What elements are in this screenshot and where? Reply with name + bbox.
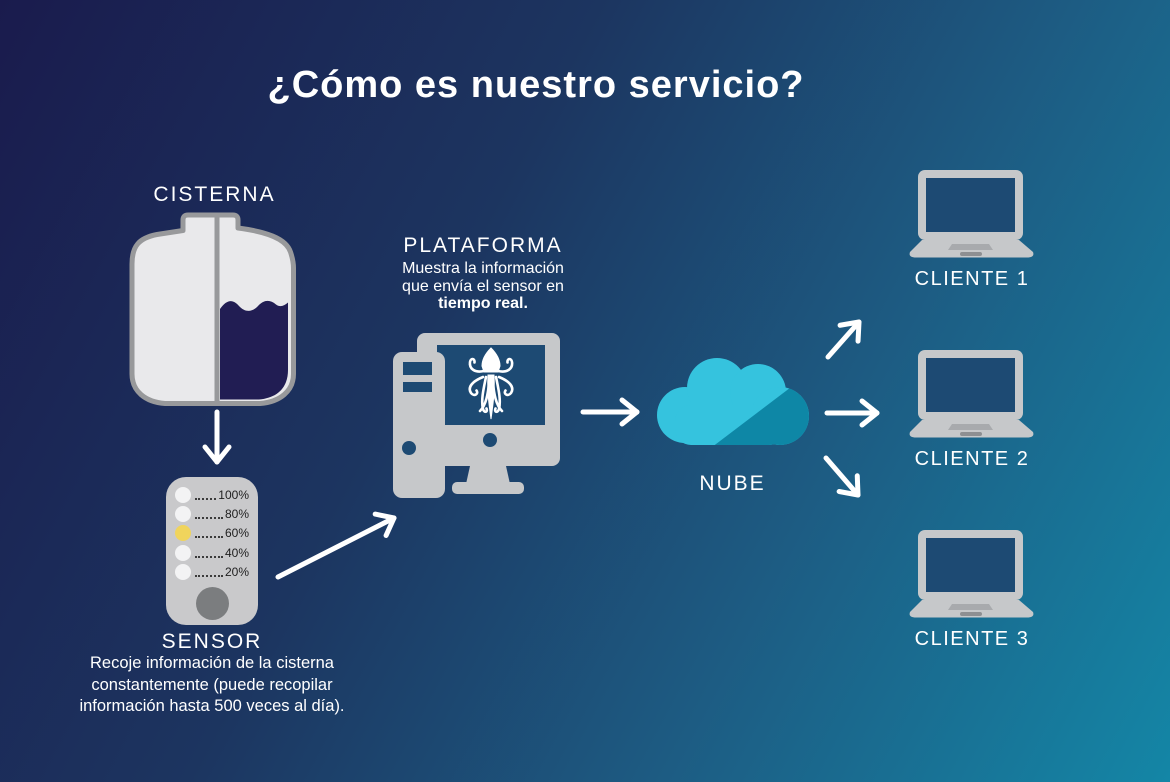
level-indicator-light — [175, 486, 191, 503]
dotted-leader — [195, 497, 217, 500]
plataforma-description-line: que envía el sensor en — [402, 277, 564, 295]
laptop-touchpad-bar — [960, 432, 982, 436]
page-title: ¿Cómo es nuestro servicio? — [267, 64, 805, 106]
cisterna-label: CISTERNA — [153, 183, 276, 206]
level-indicator-light-active — [175, 525, 191, 542]
laptop-screen — [926, 178, 1015, 232]
nube-label: NUBE — [699, 472, 766, 495]
sensor-level-row-20: 20% — [175, 562, 249, 581]
arrow-nube-to-cliente-3 — [823, 455, 861, 498]
laptop-touchpad-bar — [960, 612, 982, 616]
plataforma-label: PLATAFORMA — [403, 234, 563, 257]
level-percentage: 60% — [224, 526, 249, 541]
sensor-level-row-100: 100% — [175, 485, 249, 504]
tower-slot — [403, 382, 432, 392]
monitor-power-dot — [483, 433, 497, 447]
level-indicator-light — [175, 544, 191, 561]
level-percentage: 80% — [224, 506, 249, 521]
level-indicator-light — [175, 505, 191, 522]
tower-slot — [403, 362, 432, 375]
sensor-device-icon: 100% 80% 60% 40% 20% — [166, 477, 258, 625]
laptop-hinge-notch — [948, 604, 993, 610]
laptop-touchpad-bar — [960, 252, 982, 256]
dotted-leader — [195, 516, 223, 519]
arrow-sensor-to-plataforma — [275, 511, 397, 580]
sensor-description: Recoje información de la cisterna consta… — [37, 653, 387, 718]
dotted-leader — [195, 536, 223, 539]
laptop-screen — [926, 538, 1015, 592]
cliente-3-label: CLIENTE 3 — [914, 628, 1030, 650]
laptop-hinge-notch — [948, 244, 993, 250]
plataforma-description: Muestra la información que envía el sens… — [373, 260, 593, 313]
dotted-leader — [195, 555, 223, 558]
level-percentage: 20% — [224, 564, 249, 579]
sensor-level-row-80: 80% — [175, 504, 249, 523]
cliente-1-label: CLIENTE 1 — [914, 268, 1030, 290]
sensor-level-row-60-active: 60% — [175, 524, 249, 543]
level-percentage: 100% — [218, 487, 249, 502]
plataforma-description-emphasis: tiempo real. — [438, 295, 528, 312]
laptop-screen — [926, 358, 1015, 412]
cliente-2-label: CLIENTE 2 — [914, 448, 1030, 470]
dotted-leader — [195, 574, 223, 577]
client-laptop-icon — [909, 530, 1034, 618]
water-tank-icon — [129, 212, 296, 406]
level-percentage: 40% — [224, 545, 249, 560]
arrow-nube-to-cliente-1 — [825, 319, 862, 360]
monitor-stand — [466, 466, 510, 484]
plataforma-description-line: Muestra la información — [402, 260, 564, 277]
desktop-computer-icon — [393, 333, 560, 498]
cloud-icon — [657, 358, 809, 445]
cloud-dark-half — [695, 375, 809, 445]
kraken-icon — [468, 347, 514, 420]
level-indicator-light — [175, 563, 191, 580]
client-laptop-icon — [909, 350, 1034, 438]
tower-power-button — [402, 441, 416, 455]
sensor-description-line: información hasta 500 veces al día). — [79, 697, 345, 715]
sensor-description-line: Recoje información de la cisterna — [90, 654, 334, 672]
water-level-shape — [220, 300, 288, 400]
sensor-label: SENSOR — [161, 630, 263, 653]
laptop-hinge-notch — [948, 424, 993, 430]
monitor-base — [452, 482, 524, 494]
client-laptop-icon — [909, 170, 1034, 258]
sensor-button — [195, 587, 229, 621]
sensor-level-row-40: 40% — [175, 543, 249, 562]
sensor-description-line: constantemente (puede recopilar — [91, 675, 333, 694]
